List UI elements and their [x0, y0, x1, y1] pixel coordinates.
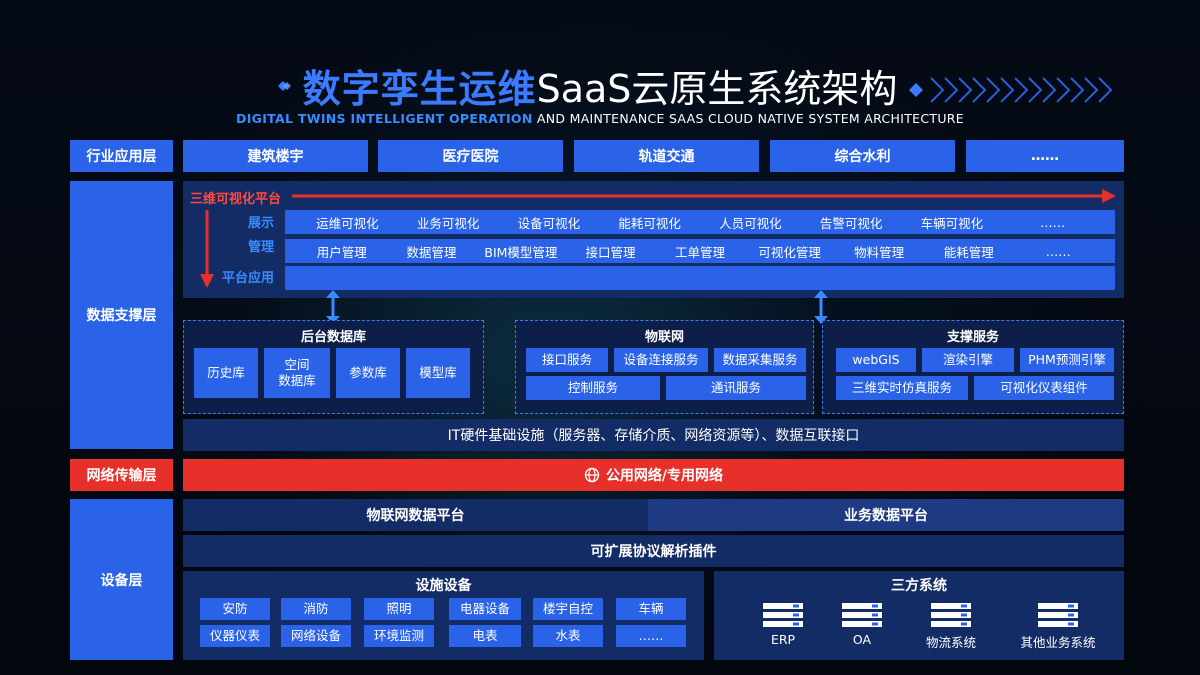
display-strip: 运维可视化 业务可视化 设备可视化 能耗可视化 人员可视化 告警可视化 车辆可视… — [285, 210, 1115, 234]
page-subtitle: DIGITAL TWINS INTELLIGENT OPERATION AND … — [0, 111, 1200, 126]
backend-db-title: 后台数据库 — [300, 330, 366, 345]
support-phm-engine: PHM预测引擎 — [1020, 348, 1114, 372]
management-item: 工单管理 — [675, 244, 726, 260]
facility-item: 安防 — [200, 598, 270, 620]
display-item: 能耗可视化 — [618, 215, 681, 231]
iot-device-connect-service: 设备连接服务 — [614, 348, 708, 372]
support-services-title: 支撑服务 — [946, 330, 999, 345]
support-3d-simulation: 三维实时仿真服务 — [836, 376, 968, 400]
third-party-label-logistics: 物流系统 — [925, 635, 976, 650]
support-dashboard-components: 可视化仪表组件 — [974, 376, 1114, 400]
management-item: 接口管理 — [585, 244, 636, 260]
display-item: 运维可视化 — [316, 215, 379, 231]
display-item: …… — [1040, 214, 1066, 230]
management-strip: 用户管理 数据管理 BIM模型管理 接口管理 工单管理 可视化管理 物料管理 能… — [285, 239, 1115, 263]
row-label-display: 展示 — [248, 216, 275, 231]
subtitle-rest: AND MAINTENANCE SAAS CLOUD NATIVE SYSTEM… — [536, 111, 964, 126]
arrow-down-icon — [200, 210, 214, 294]
display-item: 车辆可视化 — [920, 215, 984, 231]
management-item: 数据管理 — [406, 244, 457, 260]
display-item: 人员可视化 — [719, 215, 782, 231]
server-icon — [763, 603, 803, 631]
management-item: 能耗管理 — [943, 244, 994, 260]
management-item: …… — [1045, 243, 1071, 259]
industry-item-building: 建筑楼宇 — [183, 140, 368, 172]
platform-app-strip — [285, 266, 1115, 290]
facility-item: 电表 — [449, 625, 521, 647]
facility-item: 消防 — [281, 598, 351, 620]
layer-label-industry: 行业应用层 — [70, 140, 173, 172]
iot-comm-service: 通讯服务 — [666, 376, 806, 400]
db-item-spatial: 空间数据库 — [264, 348, 330, 398]
globe-icon — [584, 467, 600, 483]
industry-item-water: 综合水利 — [770, 140, 955, 172]
iot-interface-service: 接口服务 — [526, 348, 608, 372]
server-icon — [1038, 603, 1078, 631]
db-item-history: 历史库 — [194, 348, 258, 398]
db-item-params: 参数库 — [336, 348, 400, 398]
third-party-label-erp: ERP — [770, 632, 796, 647]
third-party-label-other: 其他业务系统 — [1020, 635, 1096, 650]
db-item-models: 模型库 — [406, 348, 470, 398]
iot-data-collect-service: 数据采集服务 — [714, 348, 806, 372]
iot-title: 物联网 — [644, 330, 684, 345]
management-item: BIM模型管理 — [484, 244, 558, 260]
facility-item: …… — [616, 625, 686, 647]
title-right-chevrons-icon — [905, 74, 1125, 110]
layer-label-device: 设备层 — [70, 499, 173, 660]
title-left-diamond-icon — [272, 78, 294, 98]
visualization-platform-title: 三维可视化平台 — [190, 192, 282, 207]
facility-item: 环境监测 — [364, 625, 434, 647]
layer-label-data-support: 数据支撑层 — [70, 181, 173, 449]
facility-item: 车辆 — [616, 598, 686, 620]
row-label-management: 管理 — [248, 240, 275, 255]
facility-item: 电器设备 — [449, 598, 521, 620]
third-party-title: 三方系统 — [891, 578, 947, 594]
facility-item: 水表 — [533, 625, 603, 647]
facility-item: 网络设备 — [281, 625, 351, 647]
management-item: 物料管理 — [854, 244, 905, 260]
server-icon — [842, 603, 882, 631]
double-arrow-icon — [814, 290, 828, 328]
management-item: 用户管理 — [316, 244, 367, 260]
layer-label-network: 网络传输层 — [70, 459, 173, 491]
title-rest: SaaS云原生系统架构 — [536, 66, 898, 111]
facility-item: 楼宇自控 — [533, 598, 603, 620]
display-item: 告警可视化 — [819, 215, 883, 231]
facility-item: 照明 — [364, 598, 434, 620]
industry-item-more: …… — [966, 140, 1124, 172]
support-webgis: webGIS — [836, 348, 916, 372]
subtitle-highlight: DIGITAL TWINS INTELLIGENT OPERATION — [236, 111, 533, 126]
display-item: 业务可视化 — [416, 215, 480, 231]
db-item-spatial-line2: 数据库 — [278, 373, 316, 388]
industry-item-rail: 轨道交通 — [574, 140, 759, 172]
protocol-plugin-bar: 可扩展协议解析插件 — [183, 535, 1124, 567]
business-data-platform: 业务数据平台 — [648, 499, 1124, 531]
facility-item: 仪器仪表 — [200, 625, 270, 647]
arrow-right-icon — [292, 188, 1118, 207]
title-highlight: 数字孪生运维 — [302, 66, 537, 111]
server-icon — [931, 603, 971, 631]
management-item: 可视化管理 — [758, 244, 821, 260]
row-label-platform-app: 平台应用 — [222, 271, 275, 286]
industry-item-hospital: 医疗医院 — [378, 140, 563, 172]
facilities-title: 设施设备 — [415, 578, 472, 594]
network-bar-label: 公用网络/专用网络 — [605, 468, 724, 484]
it-infrastructure-bar: IT硬件基础设施（服务器、存储介质、网络资源等）、数据互联接口 — [183, 419, 1124, 451]
network-bar: 公用网络/专用网络 — [183, 459, 1124, 491]
display-item: 设备可视化 — [517, 215, 581, 231]
iot-data-platform: 物联网数据平台 — [183, 499, 648, 531]
db-item-spatial-line1: 空间 — [284, 357, 310, 373]
third-party-label-oa: OA — [852, 632, 872, 647]
iot-control-service: 控制服务 — [526, 376, 660, 400]
support-render-engine: 渲染引擎 — [922, 348, 1014, 372]
